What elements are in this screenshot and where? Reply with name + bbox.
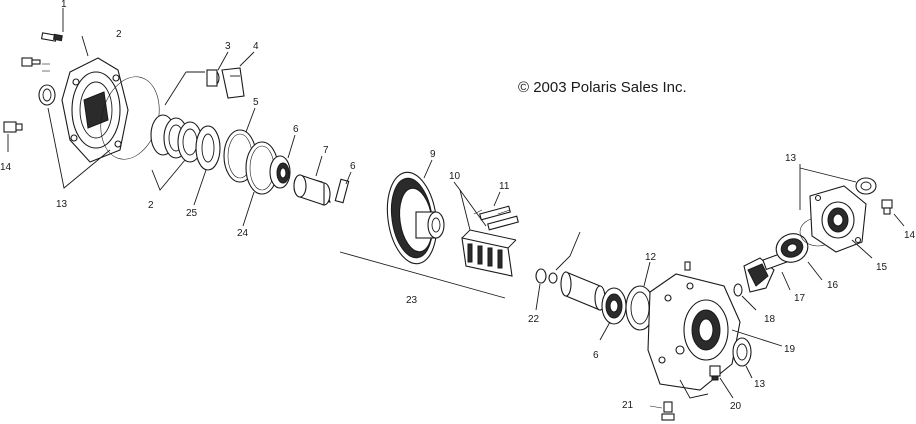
callout-label: 9 bbox=[430, 149, 436, 160]
part-21-screw bbox=[649, 401, 675, 421]
callout-label: 6 bbox=[293, 124, 299, 135]
callout-label: 15 bbox=[876, 262, 888, 273]
callout-label: 1 bbox=[61, 0, 67, 10]
callout-label: 18 bbox=[764, 314, 776, 325]
callout-23-baseline bbox=[339, 251, 506, 299]
copyright-text: © 2003 Polaris Sales Inc. bbox=[518, 79, 687, 96]
part-6-bearing-upper bbox=[269, 155, 291, 189]
part-9-ring-gear bbox=[386, 171, 445, 265]
callout-label: 2 bbox=[148, 200, 154, 211]
callout-label: 17 bbox=[794, 293, 806, 304]
callout-label: 19 bbox=[784, 344, 796, 355]
part-11-pins bbox=[473, 205, 519, 231]
part-18-shim bbox=[733, 283, 743, 297]
part-3-bushing bbox=[206, 69, 220, 87]
callout-label: 14 bbox=[0, 162, 12, 173]
part-19-gear-housing bbox=[647, 273, 741, 399]
part-6-pin bbox=[334, 178, 350, 204]
part-20-drain-plug bbox=[709, 365, 721, 381]
part-22-washer bbox=[535, 268, 547, 284]
callout-labels: 1 2 3 4 5 6 7 6 9 10 11 13 14 13 14 2 25… bbox=[0, 0, 916, 412]
callout-label: 21 bbox=[622, 400, 634, 411]
callout-label: 25 bbox=[186, 208, 198, 219]
part-10-roller-cage bbox=[461, 229, 517, 277]
part-bolt-left bbox=[21, 57, 50, 72]
callout-label: 14 bbox=[904, 230, 916, 241]
part-4-bracket bbox=[221, 67, 245, 99]
callout-label: 10 bbox=[449, 171, 461, 182]
callout-label: 16 bbox=[827, 280, 839, 291]
callout-label: 13 bbox=[754, 379, 766, 390]
part-25-ring bbox=[195, 125, 221, 171]
callout-label: 23 bbox=[406, 295, 418, 306]
part-13-seal-lower bbox=[732, 337, 752, 367]
callout-label: 4 bbox=[253, 41, 259, 52]
part-2-bearing bbox=[150, 114, 203, 163]
callout-label: 12 bbox=[645, 252, 657, 263]
part-13-seal-upper bbox=[855, 177, 877, 195]
callout-label: 2 bbox=[116, 29, 122, 40]
part-sleeve-right bbox=[560, 271, 606, 311]
part-14-bolt-left bbox=[3, 121, 23, 133]
part-6-bearing-lower bbox=[601, 287, 627, 325]
callout-label: 6 bbox=[593, 350, 599, 361]
part-spacer bbox=[548, 272, 558, 284]
callout-label: 7 bbox=[323, 145, 329, 156]
part-vent-plug bbox=[684, 261, 691, 271]
callout-label: 20 bbox=[730, 401, 742, 412]
part-2-cover-plate bbox=[61, 57, 129, 163]
callout-label: 6 bbox=[350, 161, 356, 172]
callout-label: 11 bbox=[499, 181, 510, 192]
callout-label: 24 bbox=[237, 228, 249, 239]
part-13-seal-left bbox=[38, 84, 56, 106]
part-1-pin bbox=[40, 32, 63, 42]
callout-label: 13 bbox=[56, 199, 68, 210]
part-16-bearing bbox=[775, 233, 809, 263]
part-7-sleeve bbox=[293, 174, 331, 206]
callout-label: 3 bbox=[225, 41, 231, 52]
part-14-bolt-right bbox=[881, 199, 893, 215]
callout-label: 13 bbox=[785, 153, 797, 164]
callout-label: 5 bbox=[253, 97, 259, 108]
callout-label: 22 bbox=[528, 314, 540, 325]
part-15-bearing-cap bbox=[809, 185, 867, 253]
